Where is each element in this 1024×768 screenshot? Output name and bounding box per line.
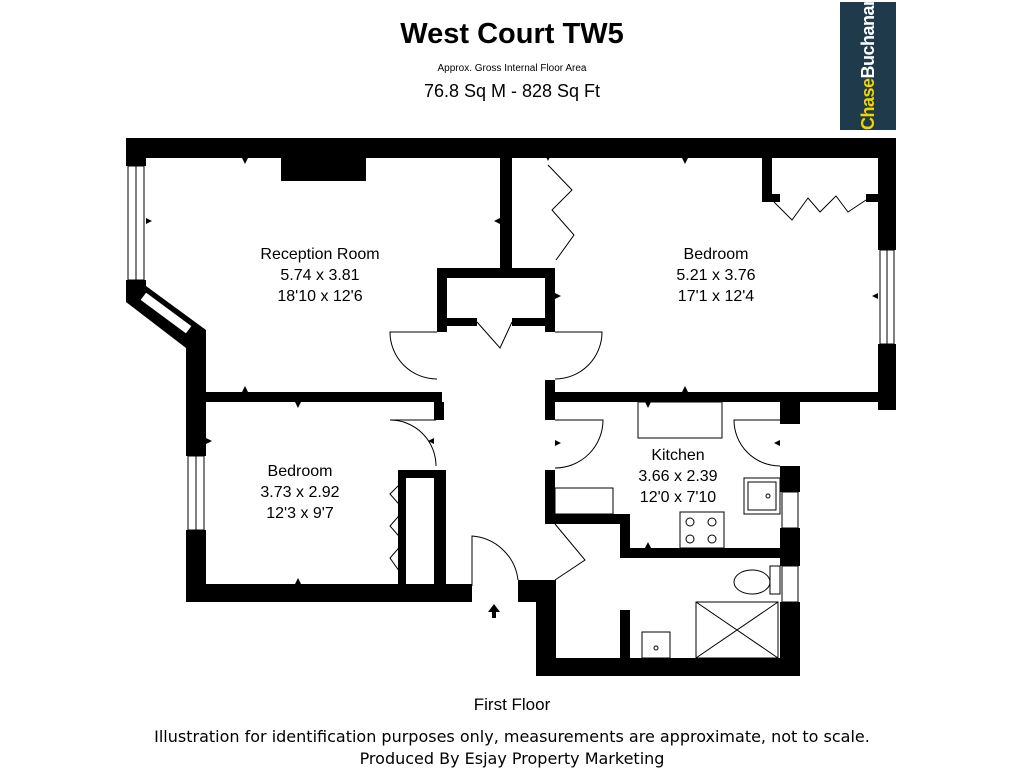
wardrobe-doors [547, 164, 575, 261]
bathroom-fixtures [641, 565, 781, 659]
dimension-marks [146, 155, 878, 584]
kitchen-right-door [733, 419, 781, 467]
cupboard-door [476, 321, 513, 349]
kitchen-door [554, 419, 604, 469]
room-imperial: 12'3 x 9'7 [266, 505, 334, 522]
wardrobe-doors-right [773, 195, 867, 221]
room-name: Bedroom [683, 246, 749, 263]
room-label-bedroom-2: Bedroom 3.73 x 2.92 12'3 x 9'7 [200, 461, 400, 524]
area-caption: Approx. Gross Internal Floor Area [437, 63, 587, 74]
room-metric: 5.21 x 3.76 [676, 267, 756, 284]
floor-area: 76.8 Sq M - 828 Sq Ft [423, 81, 601, 101]
walls [126, 138, 896, 676]
room-label-kitchen: Kitchen 3.66 x 2.39 12'0 x 7'10 [578, 445, 778, 508]
room-metric: 3.73 x 2.92 [260, 484, 340, 501]
bedroom2-door [389, 419, 437, 467]
bathroom-door [554, 523, 586, 581]
shower-tray [695, 601, 779, 659]
bedroom-door [554, 331, 603, 380]
room-label-bedroom: Bedroom 5.21 x 3.76 17'1 x 12'4 [616, 244, 816, 307]
room-name: Reception Room [260, 246, 380, 263]
entrance-arrow [488, 604, 500, 618]
room-imperial: 18'10 x 12'6 [277, 288, 363, 305]
room-imperial: 17'1 x 12'4 [677, 288, 755, 305]
basin [641, 631, 671, 659]
floor-name: First Floor [473, 695, 551, 714]
plan-title: West Court TW5 [400, 18, 624, 50]
reception-door [389, 331, 438, 380]
worktop [554, 487, 614, 515]
room-name: Bedroom [267, 463, 333, 480]
entrance-door [471, 535, 519, 586]
hob [679, 511, 725, 549]
windows [187, 249, 895, 603]
room-label-reception: Reception Room 5.74 x 3.81 18'10 x 12'6 [220, 244, 420, 307]
room-metric: 5.74 x 3.81 [280, 267, 360, 284]
room-metric: 3.66 x 2.39 [638, 468, 718, 485]
bay-window [126, 165, 206, 348]
extractor [637, 401, 723, 439]
room-imperial: 12'0 x 7'10 [639, 489, 717, 506]
kitchen-sink [743, 477, 781, 515]
disclaimer-text: Illustration for identification purposes… [154, 727, 870, 746]
doors [389, 164, 867, 586]
kitchen-fixtures [554, 401, 781, 549]
agency-logo: ChaseBuchanan [840, 0, 896, 130]
producer-credit: Produced By Esjay Property Marketing [359, 749, 665, 768]
wardrobe-doors-left [389, 479, 405, 579]
room-name: Kitchen [651, 447, 705, 464]
toilet [733, 569, 771, 595]
